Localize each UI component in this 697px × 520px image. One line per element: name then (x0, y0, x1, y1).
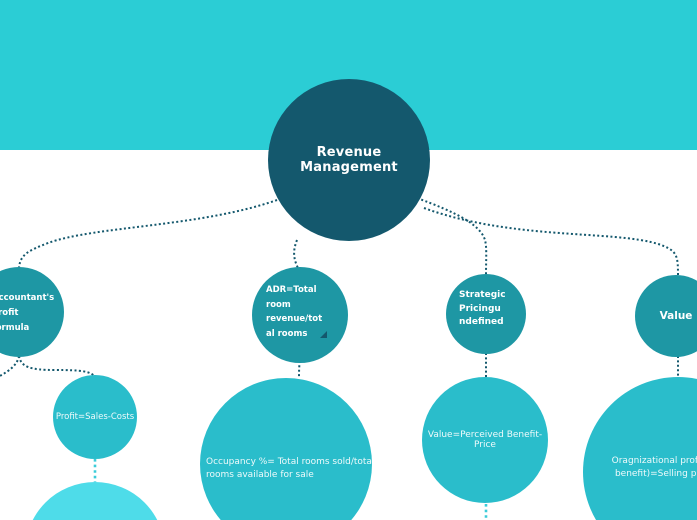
node-adr-formula[interactable] (252, 267, 348, 363)
node-profit-child[interactable] (25, 482, 165, 520)
connector-root-strategic (416, 197, 488, 275)
connector-accountants-profit (18, 355, 96, 379)
connector-root-accountants (18, 199, 278, 269)
node-occupancy-formula[interactable] (200, 378, 372, 520)
text-overflow-indicator-icon[interactable] (320, 331, 327, 338)
node-revenue-management-label: Revenue Management (300, 145, 398, 175)
connector-adr-occupancy (298, 360, 301, 379)
node-value-label: Value (659, 310, 693, 322)
node-profit-formula[interactable]: Profit=Sales-Costs (53, 375, 137, 459)
connector-root-value (423, 207, 679, 276)
node-strategic-pricing[interactable] (446, 274, 526, 354)
node-organizational-profit-formula-label: Oragnizational profit(tangible benefit)=… (611, 456, 697, 479)
node-value-formula[interactable]: Value=Perceived Benefit-Price (422, 377, 548, 503)
node-value-formula-label: Value=Perceived Benefit-Price (427, 430, 543, 450)
node-strategic-pricing-label: Strategic Pricingu ndefined (459, 290, 506, 327)
node-organizational-profit-formula[interactable] (583, 377, 697, 520)
node-profit-formula-label: Profit=Sales-Costs (55, 412, 135, 422)
node-occupancy-formula-label: Occupancy %= Total rooms sold/total room… (206, 457, 375, 480)
connector-accountants-offscreen (0, 355, 20, 378)
node-revenue-management[interactable]: Revenue Management (268, 79, 430, 241)
connector-root-adr (293, 239, 299, 269)
node-value[interactable]: Value (635, 275, 697, 357)
node-accountants-profit-formula-label: Accountant's profit formula (0, 293, 55, 333)
node-adr-formula-label: ADR=Total room revenue/tot al rooms (266, 285, 323, 339)
